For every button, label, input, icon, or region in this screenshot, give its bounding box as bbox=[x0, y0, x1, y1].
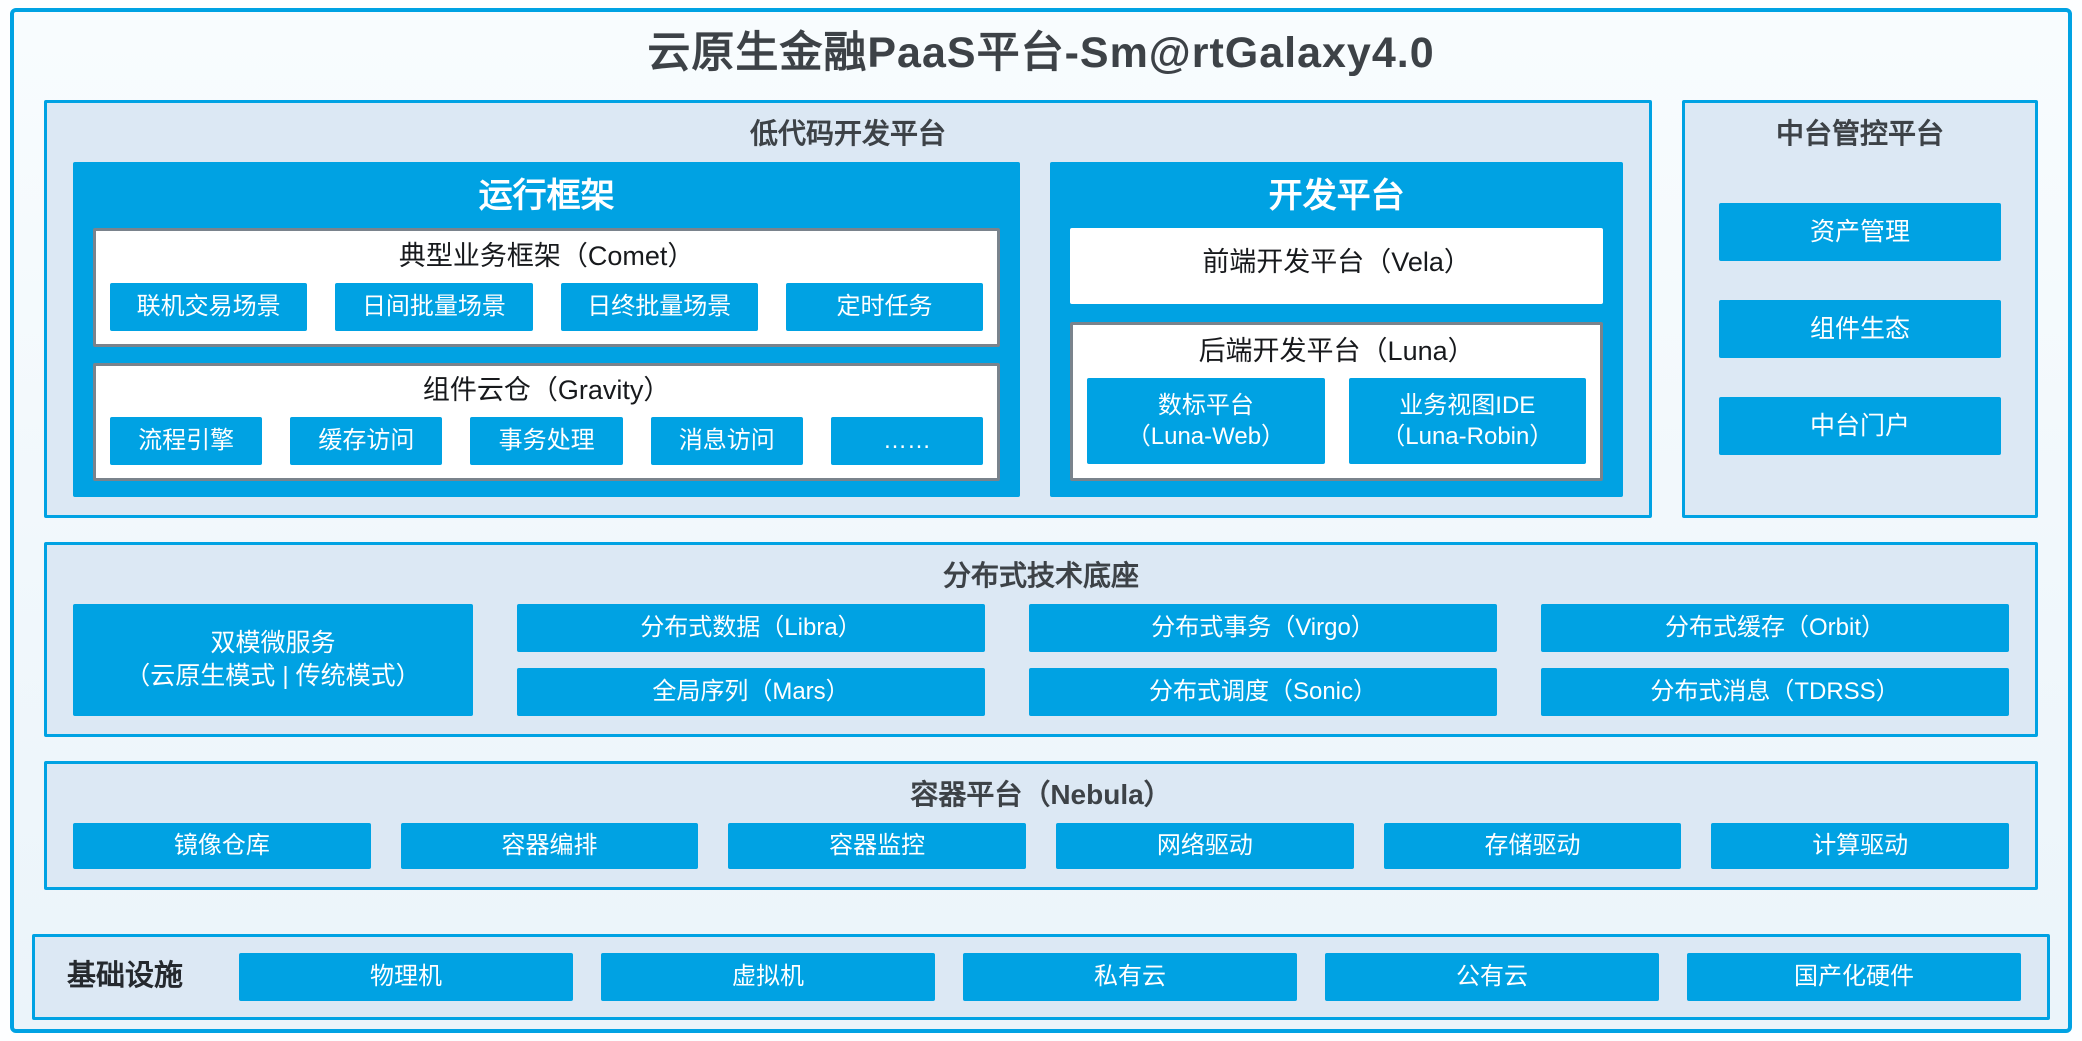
distributed-item: 分布式消息（TDRSS） bbox=[1541, 667, 2009, 716]
luna-item: 业务视图IDE （Luna-Robin） bbox=[1348, 378, 1587, 465]
mid-platform-title: 中台管控平台 bbox=[1775, 117, 1944, 149]
page-title: 云原生金融PaaS平台-Sm@rtGalaxy4.0 bbox=[647, 29, 1435, 77]
distributed-base-body: 双模微服务 （云原生模式 | 传统模式） 分布式数据（Libra） 全局序列（M… bbox=[47, 603, 2035, 734]
container-platform-panel: 容器平台（Nebula） 镜像仓库 容器编排 容器监控 网络驱动 存储驱动 计算… bbox=[44, 760, 2038, 890]
container-item: 镜像仓库 bbox=[73, 822, 371, 869]
mid-platform-items: 资产管理 组件生态 中台门户 bbox=[1685, 162, 2035, 515]
gravity-item: 流程引擎 bbox=[110, 416, 263, 465]
distributed-column: 分布式数据（Libra） 全局序列（Mars） bbox=[517, 603, 985, 716]
distributed-item: 分布式缓存（Orbit） bbox=[1541, 603, 2009, 652]
comet-box: 典型业务框架（Comet） 联机交易场景 日间批量场景 日终批量场景 定时任务 bbox=[93, 228, 1001, 347]
outer-frame: 云原生金融PaaS平台-Sm@rtGalaxy4.0 低代码开发平台 运行框架 … bbox=[10, 8, 2072, 1033]
infrastructure-title: 基础设施 bbox=[67, 960, 184, 993]
infrastructure-item: 物理机 bbox=[239, 952, 574, 1001]
luna-item-sub: （Luna-Web） bbox=[1126, 423, 1286, 451]
distributed-base-panel: 分布式技术底座 双模微服务 （云原生模式 | 传统模式） 分布式数据（Libra… bbox=[44, 541, 2038, 737]
container-platform-body: 镜像仓库 容器编排 容器监控 网络驱动 存储驱动 计算驱动 bbox=[47, 822, 2035, 887]
infrastructure-item: 虚拟机 bbox=[601, 952, 936, 1001]
container-item: 计算驱动 bbox=[1711, 822, 2010, 869]
comet-title: 典型业务框架（Comet） bbox=[398, 241, 695, 272]
infrastructure-item: 公有云 bbox=[1325, 952, 1660, 1001]
gravity-item: 事务处理 bbox=[470, 416, 623, 465]
dual-mode-line1: 双模微服务 bbox=[210, 629, 336, 658]
container-platform-title: 容器平台（Nebula） bbox=[910, 778, 1172, 810]
infrastructure-panel: 基础设施 物理机 虚拟机 私有云 公有云 国产化硬件 bbox=[32, 933, 2050, 1020]
gravity-items-row: 流程引擎 缓存访问 事务处理 消息访问 …… bbox=[110, 416, 984, 465]
comet-item: 定时任务 bbox=[785, 282, 984, 331]
luna-item: 数标平台 （Luna-Web） bbox=[1087, 378, 1325, 465]
distributed-item: 分布式事务（Virgo） bbox=[1029, 603, 1497, 652]
comet-items-row: 联机交易场景 日间批量场景 日终批量场景 定时任务 bbox=[110, 282, 984, 331]
luna-item-name: 业务视图IDE bbox=[1399, 391, 1536, 419]
distributed-item: 全局序列（Mars） bbox=[517, 667, 985, 716]
low-code-platform-panel: 低代码开发平台 运行框架 典型业务框架（Comet） 联机交易场景 日间批量场景… bbox=[44, 99, 1652, 518]
container-item: 容器编排 bbox=[400, 822, 699, 869]
distributed-base-title: 分布式技术底座 bbox=[942, 559, 1139, 591]
mid-platform-item: 组件生态 bbox=[1719, 300, 2001, 359]
infrastructure-item: 私有云 bbox=[963, 952, 1298, 1001]
container-item: 容器监控 bbox=[728, 822, 1027, 869]
distributed-item: 分布式数据（Libra） bbox=[517, 603, 985, 652]
top-row: 低代码开发平台 运行框架 典型业务框架（Comet） 联机交易场景 日间批量场景… bbox=[44, 99, 2038, 518]
gravity-title: 组件云仓（Gravity） bbox=[422, 375, 671, 406]
luna-box: 后端开发平台（Luna） 数标平台 （Luna-Web） 业务视图IDE （Lu… bbox=[1070, 322, 1603, 481]
distributed-column: 分布式事务（Virgo） 分布式调度（Sonic） bbox=[1029, 603, 1497, 716]
dev-platform-title: 开发平台 bbox=[1268, 176, 1405, 215]
comet-item: 日终批量场景 bbox=[560, 282, 758, 331]
luna-items-row: 数标平台 （Luna-Web） 业务视图IDE （Luna-Robin） bbox=[1087, 378, 1587, 465]
distributed-column: 分布式缓存（Orbit） 分布式消息（TDRSS） bbox=[1541, 603, 2009, 716]
gravity-item: 消息访问 bbox=[650, 416, 803, 465]
mid-platform-panel: 中台管控平台 资产管理 组件生态 中台门户 bbox=[1682, 99, 2038, 518]
mid-platform-item: 资产管理 bbox=[1719, 202, 2001, 261]
gravity-box: 组件云仓（Gravity） 流程引擎 缓存访问 事务处理 消息访问 …… bbox=[93, 362, 1001, 481]
vela-title: 前端开发平台（Vela） bbox=[1202, 246, 1471, 277]
luna-title: 后端开发平台（Luna） bbox=[1198, 335, 1475, 366]
distributed-item: 分布式调度（Sonic） bbox=[1029, 667, 1497, 716]
container-item: 网络驱动 bbox=[1056, 822, 1354, 869]
comet-item: 日间批量场景 bbox=[335, 282, 533, 331]
low-code-platform-title: 低代码开发平台 bbox=[749, 117, 946, 149]
dual-mode-line2: （云原生模式 | 传统模式） bbox=[125, 661, 421, 690]
comet-item: 联机交易场景 bbox=[110, 282, 308, 331]
infrastructure-item: 国产化硬件 bbox=[1687, 952, 2022, 1001]
vela-box: 前端开发平台（Vela） bbox=[1070, 228, 1603, 305]
luna-item-name: 数标平台 bbox=[1157, 391, 1254, 419]
gravity-item-ellipsis: …… bbox=[830, 416, 984, 465]
runtime-framework-title: 运行框架 bbox=[478, 176, 615, 215]
infrastructure-body: 基础设施 物理机 虚拟机 私有云 公有云 国产化硬件 bbox=[35, 937, 2047, 1017]
luna-item-sub: （Luna-Robin） bbox=[1381, 423, 1554, 451]
low-code-platform-body: 运行框架 典型业务框架（Comet） 联机交易场景 日间批量场景 日终批量场景 … bbox=[47, 161, 1649, 515]
mid-platform-item: 中台门户 bbox=[1719, 397, 2001, 456]
gravity-item: 缓存访问 bbox=[290, 416, 443, 465]
dev-platform-panel: 开发平台 前端开发平台（Vela） 后端开发平台（Luna） 数标平台 （Lun… bbox=[1050, 161, 1623, 497]
container-item: 存储驱动 bbox=[1383, 822, 1682, 869]
runtime-framework-panel: 运行框架 典型业务框架（Comet） 联机交易场景 日间批量场景 日终批量场景 … bbox=[73, 161, 1021, 497]
dual-mode-microservice-item: 双模微服务 （云原生模式 | 传统模式） bbox=[73, 603, 473, 716]
